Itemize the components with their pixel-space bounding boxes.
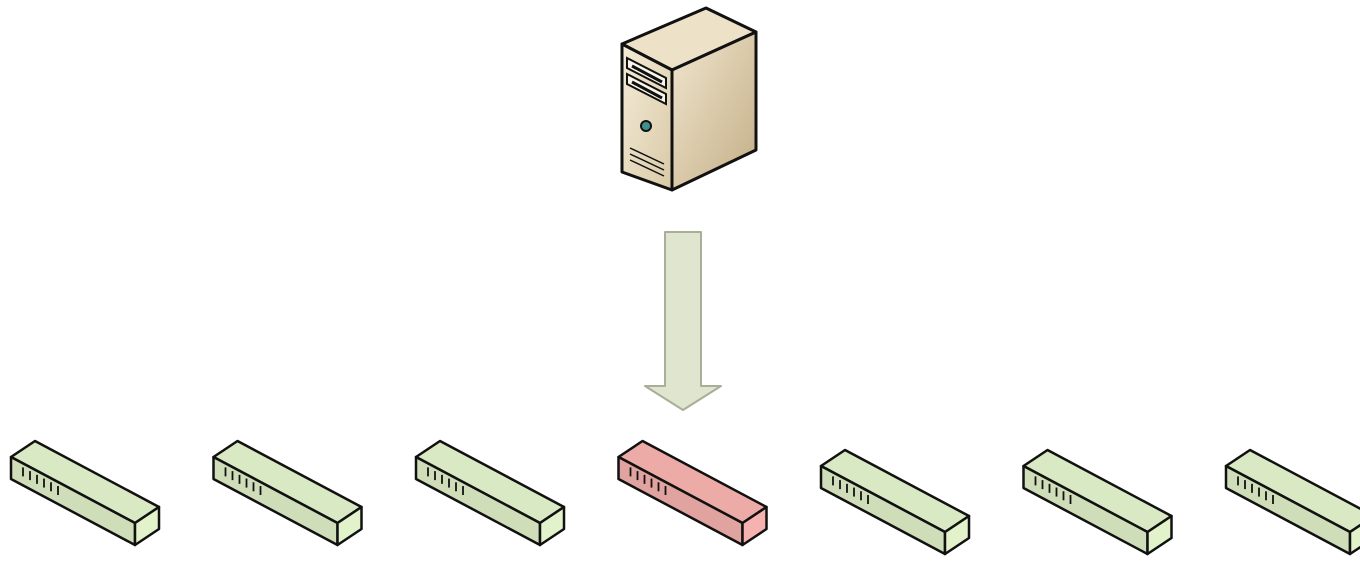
network-switch-icon <box>1224 448 1360 556</box>
down-arrow-icon <box>644 231 722 411</box>
server-tower-icon <box>620 6 758 192</box>
switch-row <box>9 439 1360 556</box>
network-switch-icon <box>212 439 363 547</box>
network-switch-icon <box>414 439 566 547</box>
network-switch-icon <box>9 439 161 547</box>
network-switch-icon <box>819 448 971 556</box>
network-switch-icon <box>617 439 768 547</box>
network-switch-icon <box>1022 448 1173 556</box>
